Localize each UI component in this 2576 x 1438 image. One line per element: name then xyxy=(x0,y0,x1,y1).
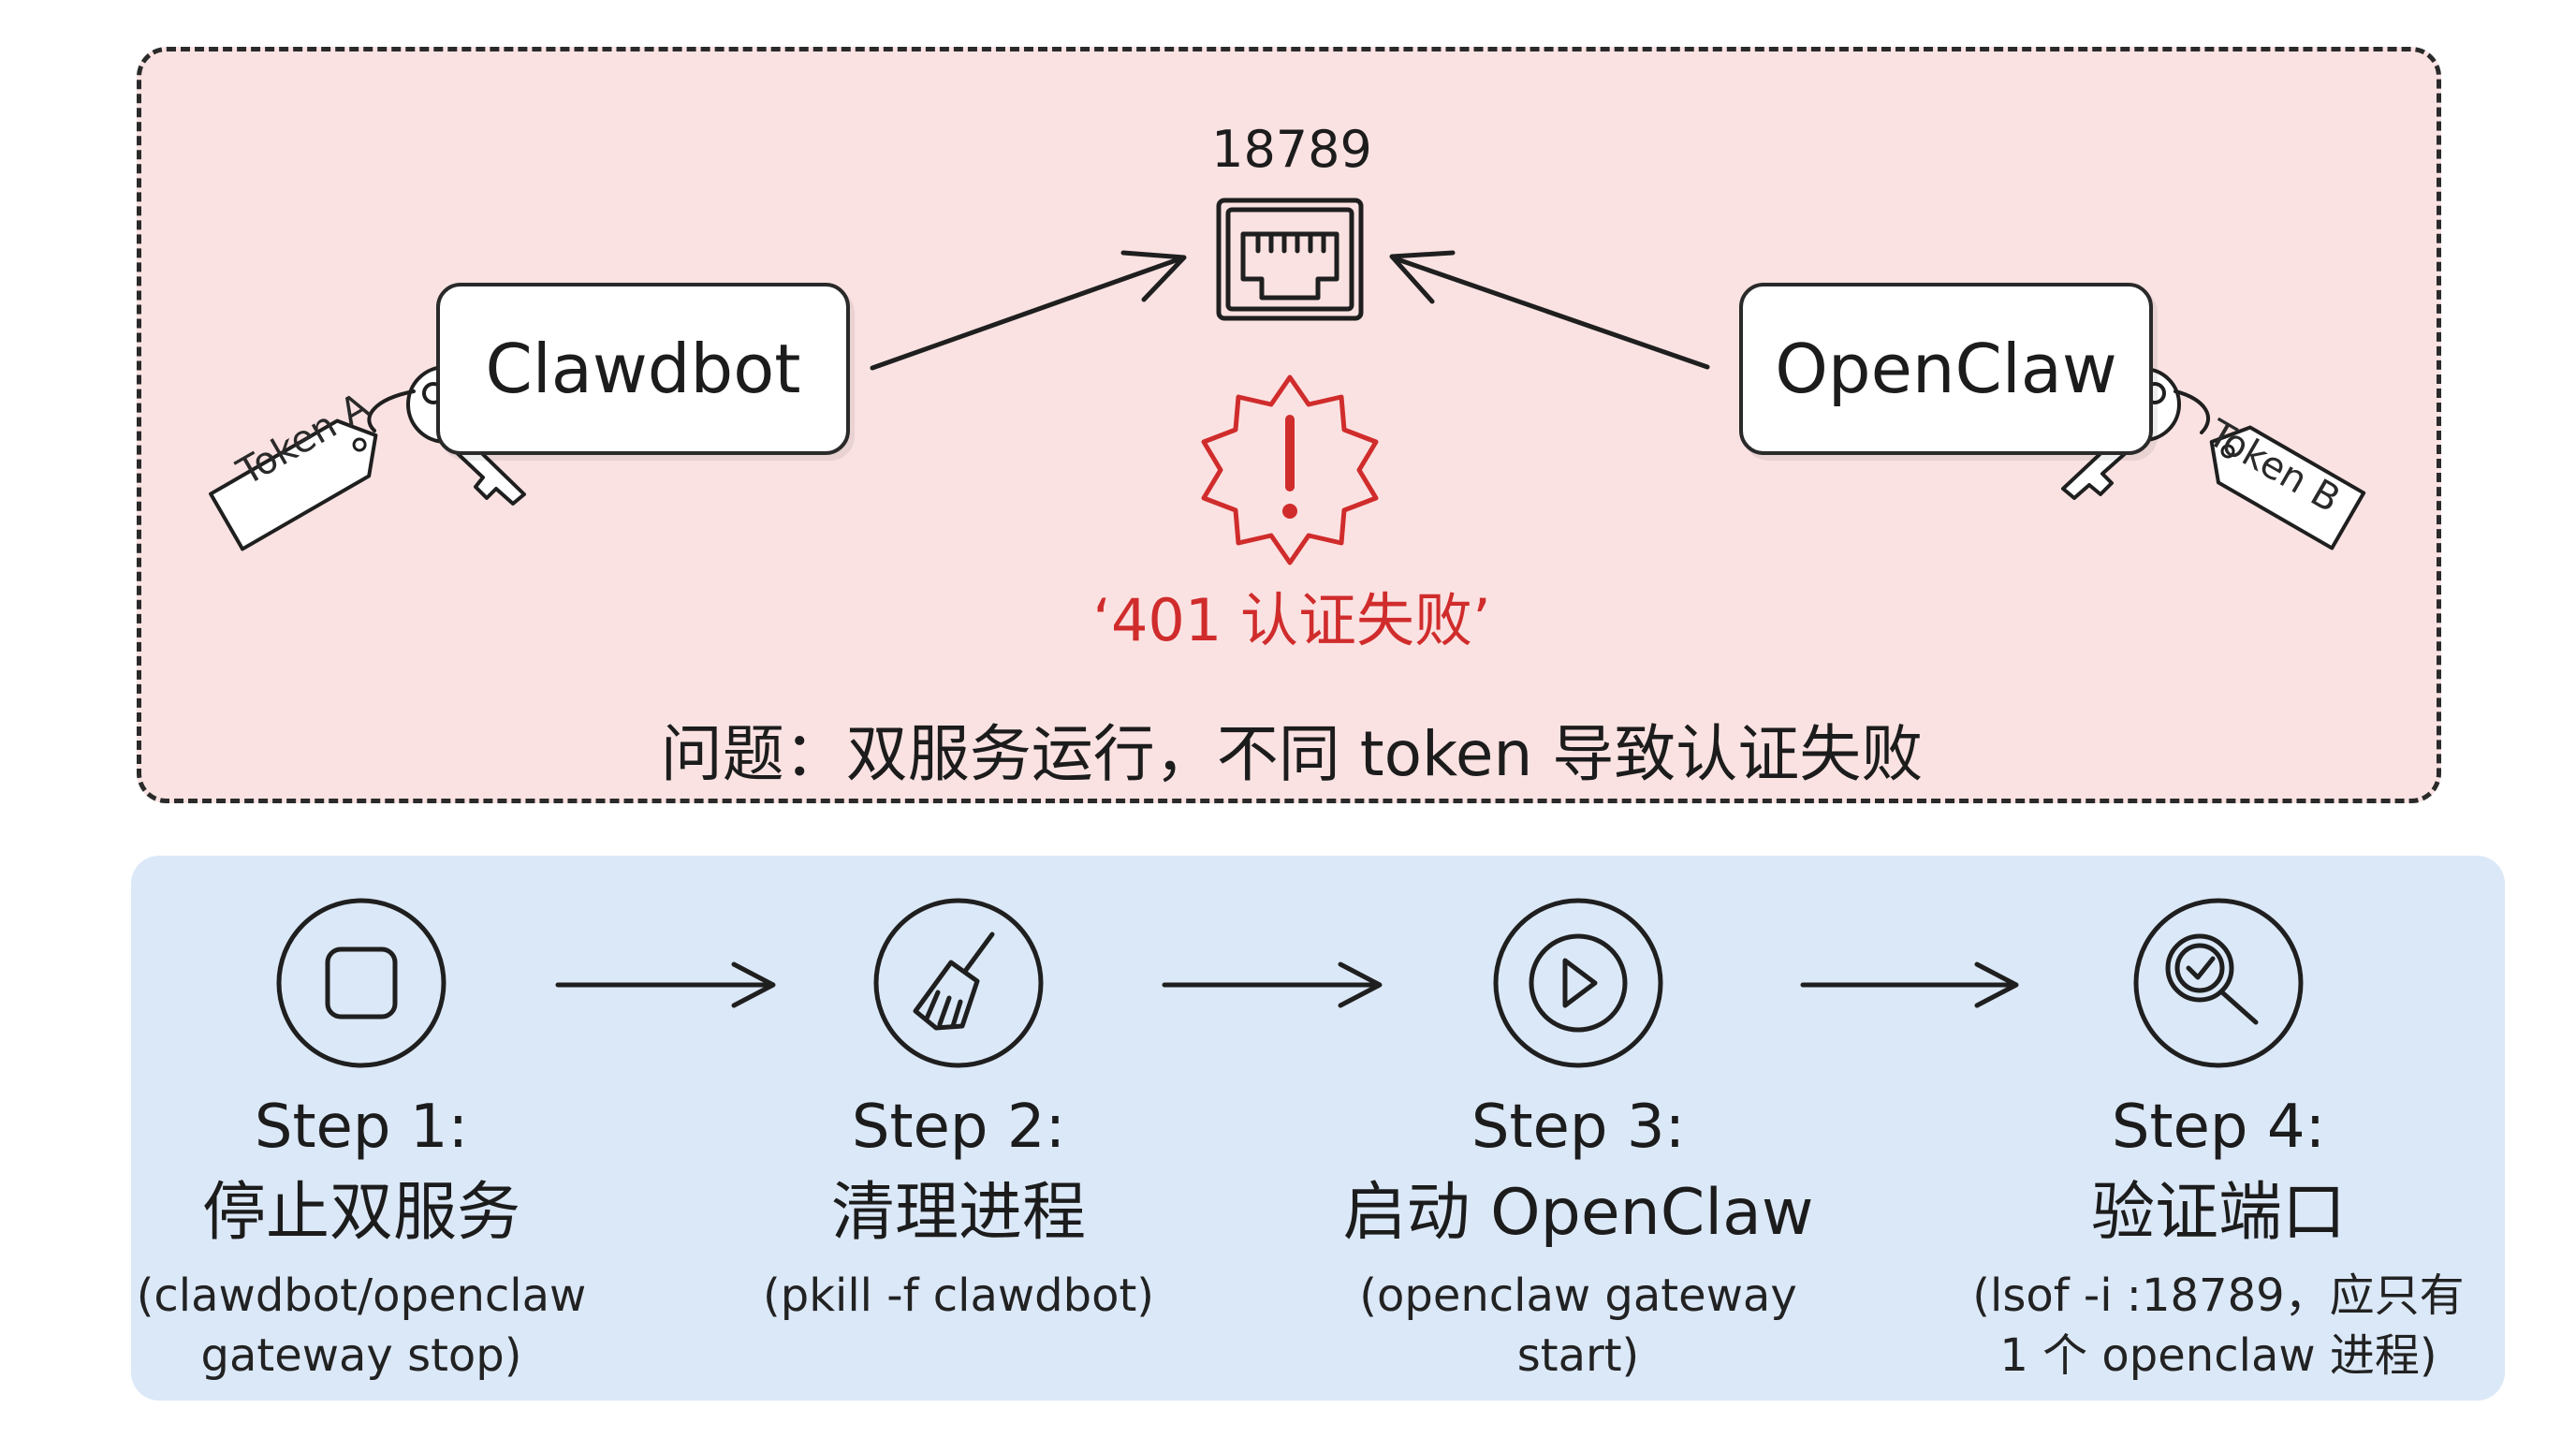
problem-description: 问题：双服务运行，不同 token 导致认证失败 xyxy=(660,718,1924,790)
flow-arrow-3 xyxy=(1800,961,2019,1008)
step-4-command-line-1: (lsof -i :18789，应只有 xyxy=(1972,1269,2465,1322)
play-icon xyxy=(1493,898,1663,1068)
openclaw-label: OpenClaw xyxy=(1775,330,2117,408)
openclaw-service-box: OpenClaw xyxy=(1739,283,2153,455)
flow-arrow-2 xyxy=(1162,961,1383,1008)
steps-panel xyxy=(131,856,2505,1401)
step-4-title: Step 4: xyxy=(2111,1093,2326,1162)
stop-icon xyxy=(276,898,446,1068)
step-1-name: 停止双服务 xyxy=(201,1176,520,1250)
step-3-name: 启动 OpenClaw xyxy=(1342,1176,1814,1250)
magnifier-check-icon xyxy=(2133,898,2304,1068)
step-2-title: Step 2: xyxy=(851,1093,1066,1162)
step-4-command-line-2: 1 个 openclaw 进程) xyxy=(1999,1329,2437,1382)
step-1-command-line-2: gateway stop) xyxy=(200,1329,522,1382)
step-4-name: 验证端口 xyxy=(2090,1176,2346,1250)
port-number: 18789 xyxy=(1211,120,1372,179)
error-message: ‘401 认证失败’ xyxy=(1092,586,1491,654)
step-3-title: Step 3: xyxy=(1471,1093,1686,1162)
step-2-command-line-1: (pkill -f clawdbot) xyxy=(763,1269,1154,1322)
token-tag-b xyxy=(2209,425,2366,550)
flow-arrow-1 xyxy=(555,961,776,1008)
arrow-to-port-left xyxy=(870,250,1187,371)
step-2-name: 清理进程 xyxy=(830,1176,1086,1250)
step-1-command-line-1: (clawdbot/openclaw xyxy=(136,1269,587,1322)
step-3-command-line-1: (openclaw gateway start) xyxy=(1359,1269,1797,1382)
warning-burst-icon xyxy=(1201,374,1379,565)
arrow-to-port-right xyxy=(1389,250,1710,370)
step-1-title: Step 1: xyxy=(254,1093,469,1162)
token-tag-a xyxy=(209,418,378,551)
clawdbot-label: Clawdbot xyxy=(485,330,801,408)
ethernet-port-icon xyxy=(1216,198,1364,321)
broom-icon xyxy=(873,898,1044,1068)
clawdbot-service-box: Clawdbot xyxy=(436,283,850,455)
